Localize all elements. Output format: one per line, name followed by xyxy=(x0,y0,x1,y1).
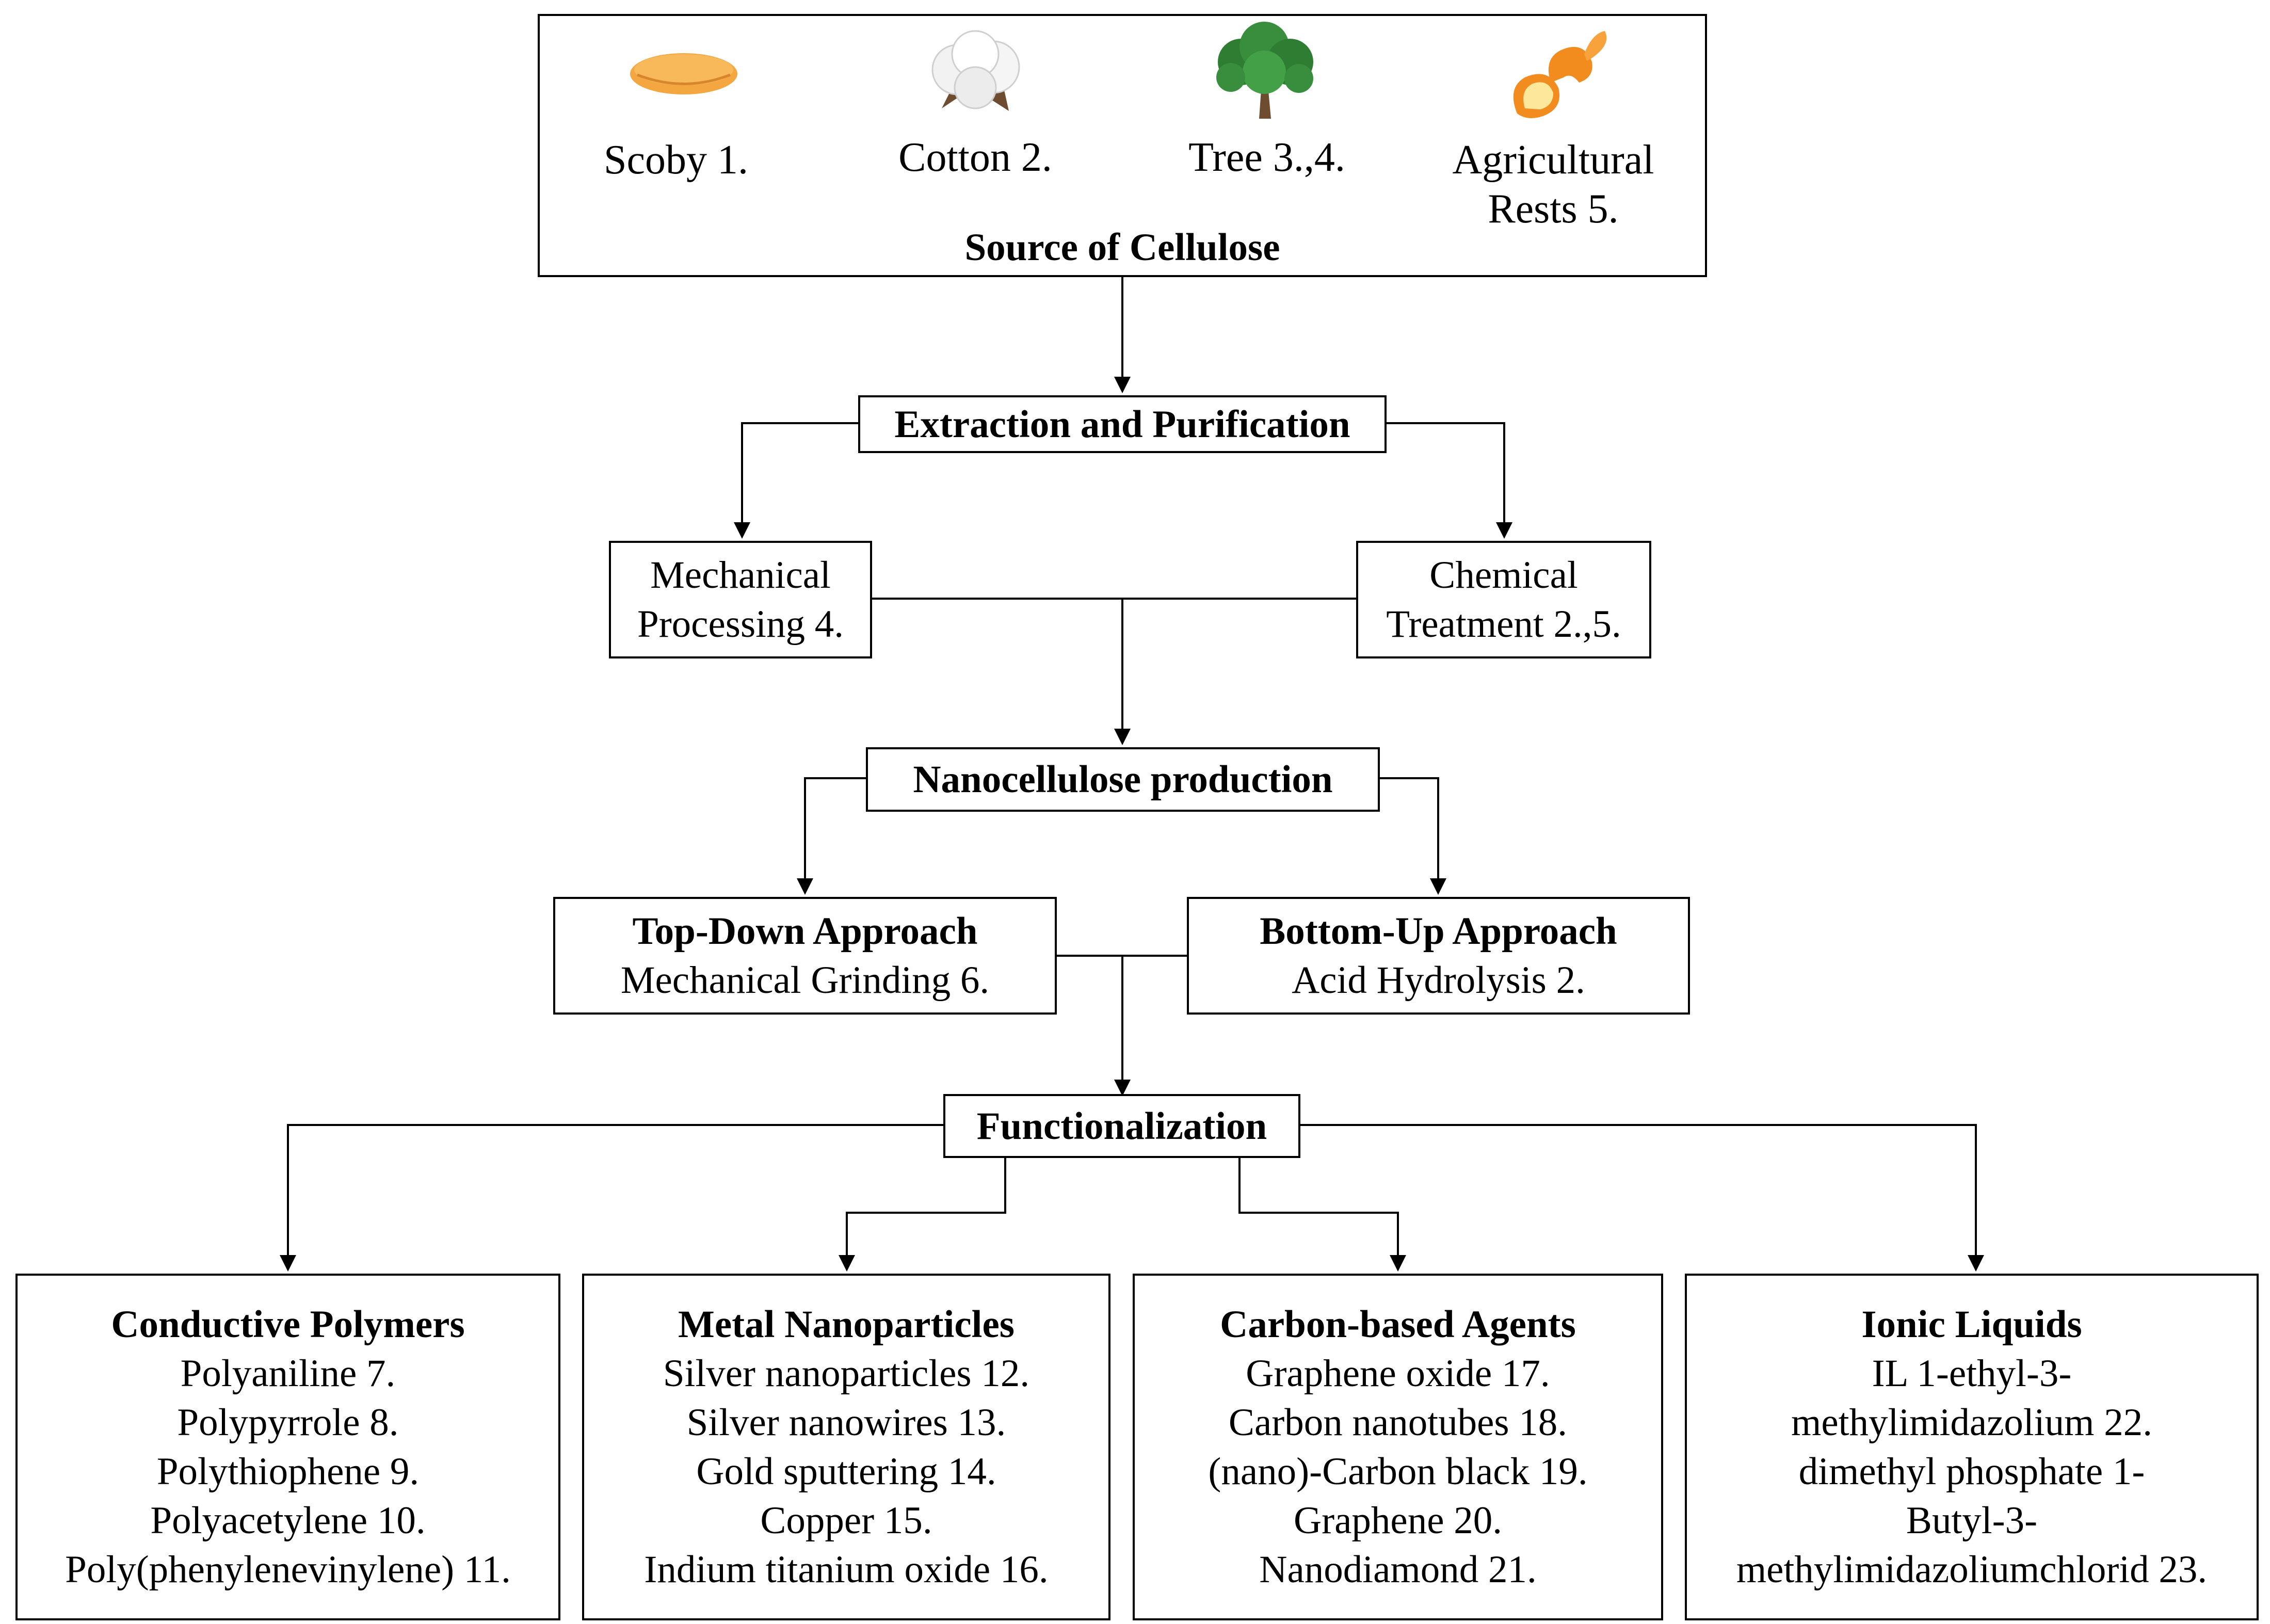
category-item: Carbon nanotubes 18. xyxy=(1228,1401,1568,1444)
source-label-tree: Tree 3.,4. xyxy=(1188,135,1345,180)
metal-nanoparticles-box: Metal Nanoparticles Silver nanoparticles… xyxy=(582,1274,1110,1620)
cotton-icon xyxy=(931,30,1020,111)
category-item: Graphene 20. xyxy=(1293,1499,1502,1542)
source-box xyxy=(538,14,1707,277)
category-title: Metal Nanoparticles xyxy=(678,1303,1015,1346)
category-title: Ionic Liquids xyxy=(1861,1303,2082,1346)
arrow-nanocellulose-to-bottomup xyxy=(1379,777,1446,895)
arrow-func-to-ionic xyxy=(1299,1124,1984,1272)
bottom-up-line1: Acid Hydrolysis 2. xyxy=(1292,959,1585,1002)
arrow-nanocellulose-to-topdown xyxy=(797,777,867,895)
mechanical-line2: Processing 4. xyxy=(637,603,844,646)
top-down-line1: Mechanical Grinding 6. xyxy=(620,959,990,1002)
mechanical-processing-box: Mechanical Processing 4. xyxy=(609,541,872,658)
orange-peel-icon xyxy=(1513,31,1607,118)
category-item: methylimidazoliumchlorid 23. xyxy=(1736,1548,2208,1591)
category-item: Copper 15. xyxy=(760,1499,932,1542)
scoby-icon xyxy=(630,53,737,94)
source-label-agricultural: Agricultural xyxy=(1452,137,1654,183)
chemical-line2: Treatment 2.,5. xyxy=(1386,603,1621,646)
category-item: IL 1-ethyl-3- xyxy=(1872,1352,2072,1395)
category-title: Carbon-based Agents xyxy=(1220,1303,1576,1346)
category-item: Silver nanoparticles 12. xyxy=(663,1352,1030,1395)
top-down-box: Top-Down Approach Mechanical Grinding 6. xyxy=(553,897,1057,1015)
category-item: (nano)-Carbon black 19. xyxy=(1208,1450,1588,1493)
arrow-extraction-to-chemical xyxy=(1386,422,1512,539)
category-item: Polyaniline 7. xyxy=(180,1352,396,1395)
category-item: Polypyrrole 8. xyxy=(177,1401,399,1444)
nanocellulose-box: Nanocellulose production xyxy=(866,747,1380,812)
arrow-extraction-to-mechanical xyxy=(734,422,859,539)
chemical-line1: Chemical xyxy=(1429,554,1578,597)
mechanical-line1: Mechanical xyxy=(650,554,831,597)
bottom-up-box: Bottom-Up Approach Acid Hydrolysis 2. xyxy=(1187,897,1690,1015)
tree-icon xyxy=(1216,22,1313,119)
category-item: Butyl-3- xyxy=(1906,1499,2038,1542)
source-box-title: Source of Cellulose xyxy=(964,226,1280,269)
arrow-func-to-metal xyxy=(839,1157,1006,1272)
category-item: Gold sputtering 14. xyxy=(696,1450,996,1493)
chemical-treatment-box: Chemical Treatment 2.,5. xyxy=(1356,541,1651,658)
category-item: methylimidazolium 22. xyxy=(1791,1401,2152,1444)
category-item: Polythiophene 9. xyxy=(156,1450,420,1493)
category-item: Poly(phenylenevinylene) 11. xyxy=(65,1548,511,1591)
category-item: Graphene oxide 17. xyxy=(1246,1352,1550,1395)
arrow-func-to-conductive xyxy=(280,1124,944,1272)
source-label-cotton: Cotton 2. xyxy=(898,135,1052,180)
extraction-box: Extraction and Purification xyxy=(858,395,1387,453)
conductive-polymers-box: Conductive Polymers Polyaniline 7. Polyp… xyxy=(15,1274,560,1620)
nanocellulose-title: Nanocellulose production xyxy=(913,758,1333,801)
category-item: Silver nanowires 13. xyxy=(686,1401,1006,1444)
source-label-scoby: Scoby 1. xyxy=(604,137,748,183)
category-item: Nanodiamond 21. xyxy=(1259,1548,1537,1591)
bottom-up-title: Bottom-Up Approach xyxy=(1260,910,1617,953)
functionalization-box: Functionalization xyxy=(943,1094,1300,1158)
ionic-liquids-box: Ionic Liquids IL 1-ethyl-3- methylimidaz… xyxy=(1685,1274,2259,1620)
functionalization-title: Functionalization xyxy=(976,1104,1267,1148)
extraction-title: Extraction and Purification xyxy=(894,403,1350,446)
arrow-func-to-carbon xyxy=(1238,1157,1406,1272)
category-item: dimethyl phosphate 1- xyxy=(1798,1450,2145,1493)
category-title: Conductive Polymers xyxy=(111,1303,465,1346)
source-label-agricultural-line2: Rests 5. xyxy=(1488,186,1619,232)
category-item: Indium titanium oxide 16. xyxy=(644,1548,1049,1591)
top-down-title: Top-Down Approach xyxy=(632,910,978,953)
category-item: Polyacetylene 10. xyxy=(150,1499,426,1542)
carbon-based-agents-box: Carbon-based Agents Graphene oxide 17. C… xyxy=(1133,1274,1663,1620)
